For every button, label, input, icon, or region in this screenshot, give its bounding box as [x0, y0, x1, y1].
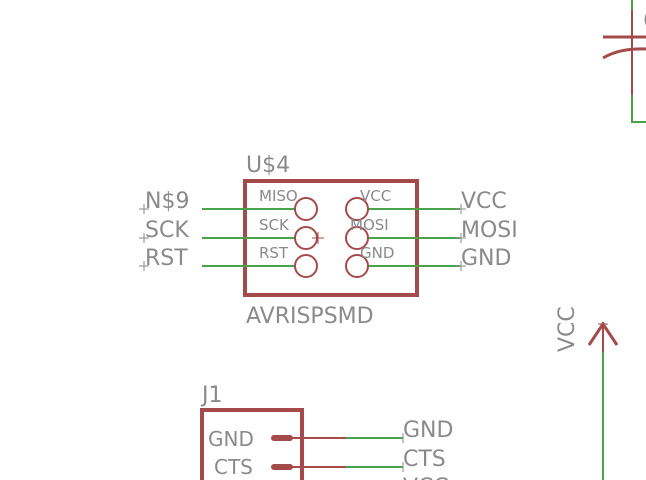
net-label-vcc[interactable]: VCC	[461, 189, 507, 214]
j1-pin-label-cts: CTS	[214, 455, 253, 479]
net-label-n9[interactable]: N$9	[145, 189, 189, 214]
j1-name: J1	[200, 383, 223, 408]
net-label-sck[interactable]: SCK	[145, 218, 189, 243]
vcc-supply-label: VCC	[555, 306, 580, 352]
j1-body	[200, 408, 304, 480]
u4-value: AVRISPSMD	[246, 304, 374, 329]
component-u4[interactable]: U$4 AVRISPSMD MISO SCK RST VCC MOSI GND …	[139, 153, 518, 329]
pin-miso[interactable]	[294, 197, 318, 221]
net-label-anchors-left	[139, 204, 149, 271]
cap-plate-curved	[602, 47, 646, 60]
pin-gnd[interactable]	[345, 254, 369, 278]
pin-label-sck: SCK	[259, 216, 290, 234]
vcc-supply-symbol[interactable]: VCC	[555, 306, 619, 480]
net-label-gnd[interactable]: GND	[461, 246, 511, 271]
pin-label-rst: RST	[259, 244, 289, 262]
u4-name: U$4	[246, 153, 290, 178]
pin-label-miso: MISO	[259, 187, 298, 205]
pin-mosi[interactable]	[345, 226, 369, 250]
net-label-mosi[interactable]: MOSI	[461, 218, 518, 243]
cap-label: (	[643, 9, 646, 30]
net-label-rst[interactable]: RST	[145, 246, 188, 271]
capacitor-symbol[interactable]: (	[602, 0, 646, 123]
pin-label-gnd: GND	[360, 244, 394, 262]
net-label-j1-cts[interactable]: CTS	[403, 447, 446, 472]
pin-vcc[interactable]	[345, 197, 369, 221]
pin-label-vcc: VCC	[360, 187, 391, 205]
component-j1[interactable]: J1 GND CTS GND CTS VCC	[200, 383, 453, 480]
cap-wire-bottom	[631, 95, 646, 123]
pin-label-mosi: MOSI	[350, 216, 389, 234]
net-label-j1-vcc[interactable]: VCC	[403, 475, 449, 480]
net-label-anchors-right	[456, 204, 466, 271]
net-label-j1-gnd[interactable]: GND	[403, 418, 453, 443]
pin-rst[interactable]	[294, 254, 318, 278]
j1-pin-label-gnd: GND	[208, 427, 254, 451]
